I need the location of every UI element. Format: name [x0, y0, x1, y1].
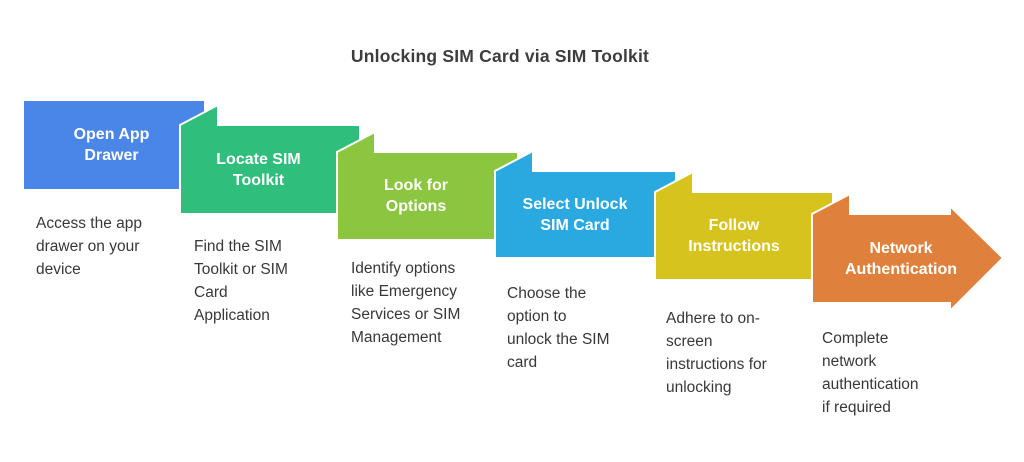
step-6-arrow-shape	[811, 192, 1005, 314]
step-3-folded-shape	[336, 130, 519, 241]
step-2-folded-shape	[179, 103, 361, 215]
step-4-folded-shape	[494, 149, 677, 259]
step-1-shape	[22, 99, 206, 191]
step-5-folded-shape	[654, 170, 834, 281]
page-title: Unlocking SIM Card via SIM Toolkit	[350, 46, 650, 66]
